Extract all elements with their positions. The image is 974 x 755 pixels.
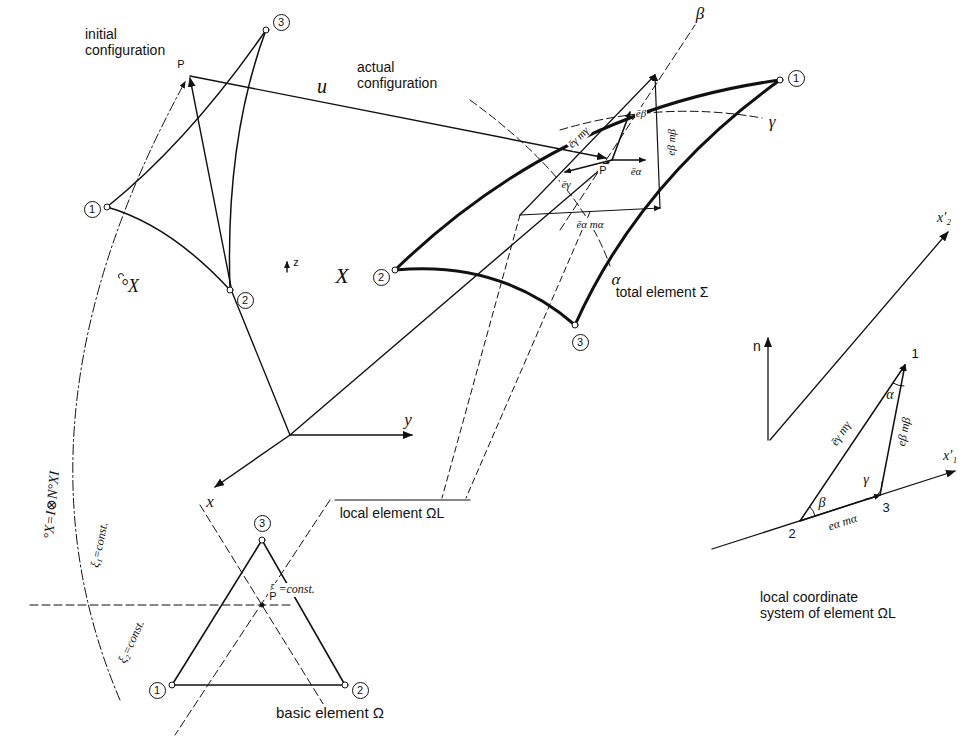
axis-label: x'₂ <box>936 210 952 226</box>
angle-label: β <box>819 495 826 511</box>
vertex-number-circle: 2 <box>237 292 254 309</box>
coordinate-label: γ <box>768 112 777 132</box>
isoline-label: ξ₂=const. <box>116 617 149 666</box>
element-label: total element Σ <box>615 284 710 300</box>
local-system-title: local coordinate system of element ΩL <box>760 589 900 621</box>
vertex-number-circle: 1 <box>84 201 101 218</box>
vertex-number-circle: 1 <box>149 682 166 699</box>
vertex-number: 2 <box>242 295 248 306</box>
vertex-number-circle: 1 <box>788 70 805 87</box>
vertex-number: 2 <box>787 527 796 542</box>
vertex-number-circle: 2 <box>352 682 369 699</box>
axis-label: x <box>205 492 215 512</box>
vertex-number: 2 <box>357 685 363 696</box>
vertex-number: 3 <box>881 501 890 516</box>
element-label: basic element Ω <box>275 704 385 721</box>
isoline-label: ξ₁=const. <box>88 520 111 570</box>
vector-label: X <box>334 263 349 288</box>
edge-vector-label: ēα mα <box>575 218 604 231</box>
point-label: P <box>268 590 277 603</box>
configuration-title: actual configuration <box>357 59 453 91</box>
edge-vector-label: eβ mβ <box>664 128 678 157</box>
base-vector-label: ēβ <box>635 107 647 120</box>
base-vector-label: ēγ <box>560 178 571 191</box>
vertex-number: 2 <box>378 272 384 283</box>
angle-label: α <box>886 387 893 403</box>
vertex-number-circle: 3 <box>273 14 290 31</box>
axis-label: z <box>292 256 300 269</box>
vertex-number-circle: 3 <box>254 515 271 532</box>
vertex-number: 3 <box>278 17 284 28</box>
axis-label: y <box>403 410 413 430</box>
vertex-number: 3 <box>577 337 583 348</box>
angle-label: γ <box>863 472 869 488</box>
coordinate-label: β <box>695 4 705 24</box>
edge-vector-label: eβ mβ <box>894 415 913 448</box>
base-vector-label: ēα <box>630 165 643 178</box>
axis-label: x'₁ <box>942 448 958 464</box>
vertex-number: 1 <box>793 73 799 84</box>
vertex-number: 3 <box>259 518 265 529</box>
point-label: P <box>176 58 185 71</box>
axis-label: n <box>752 338 762 354</box>
vertex-number: 1 <box>154 685 160 696</box>
mapping-formula: °X=I⊗N°XI <box>41 469 63 540</box>
vertex-number: 1 <box>89 204 95 215</box>
vertex-number: 1 <box>910 347 919 362</box>
vertex-number-circle: 2 <box>373 269 390 286</box>
edge-vector-label: eα mα <box>826 512 860 535</box>
vector-label: °X <box>120 276 140 297</box>
vertex-number-circle: 3 <box>572 334 589 351</box>
configuration-title: initial configuration <box>85 26 181 58</box>
vector-label: u <box>316 75 328 98</box>
element-label: local element ΩL <box>339 505 446 521</box>
point-label: P <box>598 164 607 177</box>
